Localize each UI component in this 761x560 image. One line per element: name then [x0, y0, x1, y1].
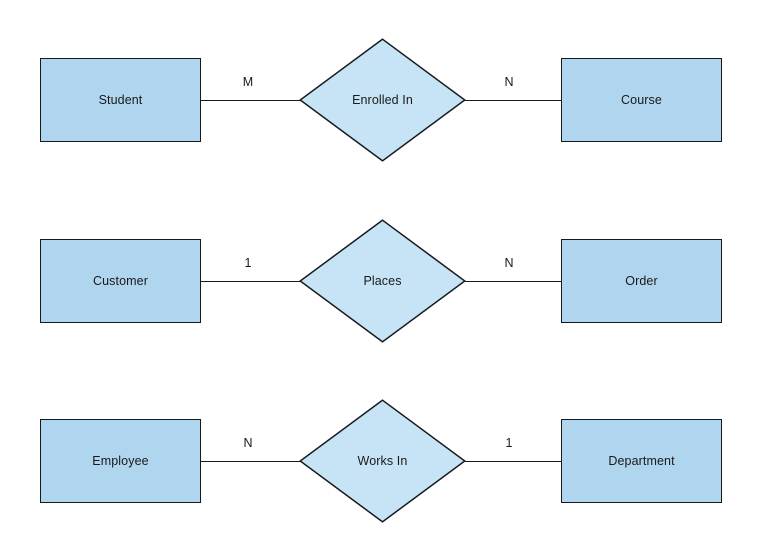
- entity-box-course[interactable]: Course: [561, 58, 722, 142]
- connector-line-right: [465, 100, 562, 101]
- entity-box-department[interactable]: Department: [561, 419, 722, 503]
- er-relationship-row: Employee N Works In 1 Department: [0, 398, 761, 558]
- entity-label: Department: [608, 453, 675, 468]
- cardinality-label-right: N: [504, 256, 514, 270]
- entity-label: Employee: [92, 453, 149, 468]
- diamond-shape-icon: [299, 38, 466, 162]
- entity-box-order[interactable]: Order: [561, 239, 722, 323]
- entity-box-customer[interactable]: Customer: [40, 239, 201, 323]
- connector-line-left: [200, 100, 300, 101]
- cardinality-label-left: N: [243, 436, 253, 450]
- connector-line-left: [200, 461, 300, 462]
- entity-label: Student: [98, 92, 143, 107]
- cardinality-label-left: 1: [244, 256, 252, 270]
- cardinality-label-left: M: [242, 75, 254, 89]
- entity-label: Order: [625, 273, 658, 288]
- cardinality-label-right: N: [504, 75, 514, 89]
- diamond-shape-icon: [299, 399, 466, 523]
- diamond-shape-icon: [299, 219, 466, 343]
- er-relationship-row: Student M Enrolled In N Course: [0, 37, 761, 197]
- entity-box-student[interactable]: Student: [40, 58, 201, 142]
- relationship-diamond-places[interactable]: Places: [299, 219, 466, 343]
- relationship-diamond-works-in[interactable]: Works In: [299, 399, 466, 523]
- relationship-diamond-enrolled-in[interactable]: Enrolled In: [299, 38, 466, 162]
- entity-box-employee[interactable]: Employee: [40, 419, 201, 503]
- connector-line-left: [200, 281, 300, 282]
- er-relationship-row: Customer 1 Places N Order: [0, 218, 761, 378]
- connector-line-right: [465, 461, 562, 462]
- entity-label: Customer: [93, 273, 148, 288]
- connector-line-right: [465, 281, 562, 282]
- cardinality-label-right: 1: [505, 436, 513, 450]
- entity-label: Course: [621, 92, 662, 107]
